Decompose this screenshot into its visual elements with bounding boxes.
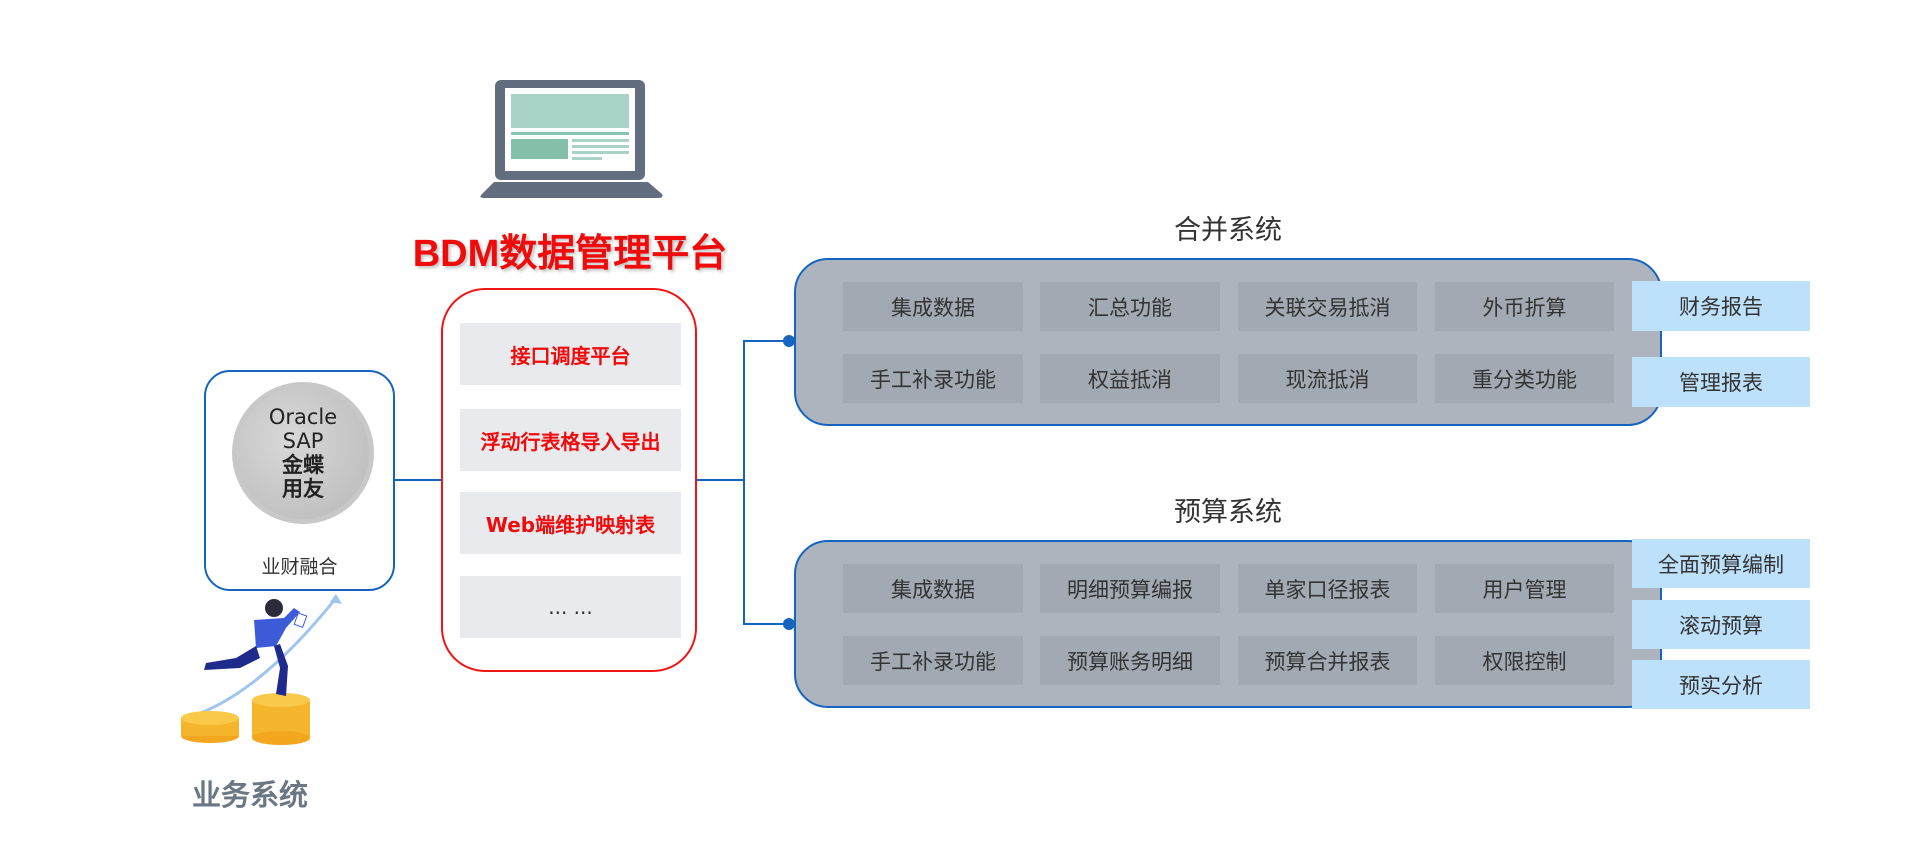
output-label: 预实分析 bbox=[1632, 660, 1810, 709]
platform-item: 接口调度平台 bbox=[460, 323, 681, 385]
business-systems-label: 业务系统 bbox=[191, 778, 308, 812]
platform-item: ... ... bbox=[460, 576, 681, 638]
business-person-icon bbox=[181, 594, 342, 745]
connector-line bbox=[743, 340, 788, 342]
connector-line bbox=[743, 340, 745, 625]
connector-line bbox=[743, 623, 788, 625]
feature-cell: 现流抵消 bbox=[1238, 354, 1417, 403]
output-label: 管理报表 bbox=[1632, 357, 1810, 407]
platform-box: 接口调度平台 浮动行表格导入导出 Web端维护映射表 ... ... bbox=[441, 288, 697, 672]
platform-title: BDM数据管理平台 bbox=[412, 233, 728, 275]
source-systems-box: Oracle SAP 金蝶 用友 业财融合 bbox=[204, 370, 395, 591]
feature-cell: 单家口径报表 bbox=[1238, 564, 1417, 613]
budget-title: 预算系统 bbox=[1174, 497, 1282, 528]
feature-cell: 明细预算编报 bbox=[1040, 564, 1220, 613]
output-label: 财务报告 bbox=[1632, 281, 1810, 331]
feature-cell: 手工补录功能 bbox=[843, 354, 1023, 403]
source-system: SAP bbox=[282, 429, 324, 453]
feature-cell: 重分类功能 bbox=[1435, 354, 1614, 403]
feature-cell: 预算合并报表 bbox=[1238, 636, 1417, 685]
feature-cell: 外币折算 bbox=[1435, 282, 1614, 331]
source-system: Oracle bbox=[268, 405, 338, 429]
source-system: 用友 bbox=[282, 477, 324, 501]
feature-cell: 汇总功能 bbox=[1040, 282, 1220, 331]
consolidation-title: 合并系统 bbox=[1174, 215, 1282, 246]
laptop-icon bbox=[480, 80, 663, 198]
connector-dot bbox=[783, 618, 795, 630]
globe-icon: Oracle SAP 金蝶 用友 bbox=[232, 382, 374, 524]
feature-cell: 集成数据 bbox=[843, 282, 1023, 331]
platform-item: 浮动行表格导入导出 bbox=[460, 409, 681, 471]
feature-cell: 权限控制 bbox=[1435, 636, 1614, 685]
platform-item: Web端维护映射表 bbox=[460, 492, 681, 554]
output-label: 全面预算编制 bbox=[1632, 539, 1810, 588]
source-system: 金蝶 bbox=[282, 453, 324, 477]
consolidation-box: 集成数据 汇总功能 关联交易抵消 外币折算 手工补录功能 权益抵消 现流抵消 重… bbox=[794, 258, 1662, 426]
connector-dot bbox=[783, 335, 795, 347]
source-caption: 业财融合 bbox=[261, 556, 338, 578]
feature-cell: 权益抵消 bbox=[1040, 354, 1220, 403]
connector-line bbox=[395, 479, 441, 481]
feature-cell: 用户管理 bbox=[1435, 564, 1614, 613]
feature-cell: 关联交易抵消 bbox=[1238, 282, 1417, 331]
feature-cell: 预算账务明细 bbox=[1040, 636, 1220, 685]
feature-cell: 手工补录功能 bbox=[843, 636, 1023, 685]
budget-box: 集成数据 明细预算编报 单家口径报表 用户管理 手工补录功能 预算账务明细 预算… bbox=[794, 540, 1662, 708]
output-label: 滚动预算 bbox=[1632, 600, 1810, 649]
connector-line bbox=[697, 479, 744, 481]
feature-cell: 集成数据 bbox=[843, 564, 1023, 613]
